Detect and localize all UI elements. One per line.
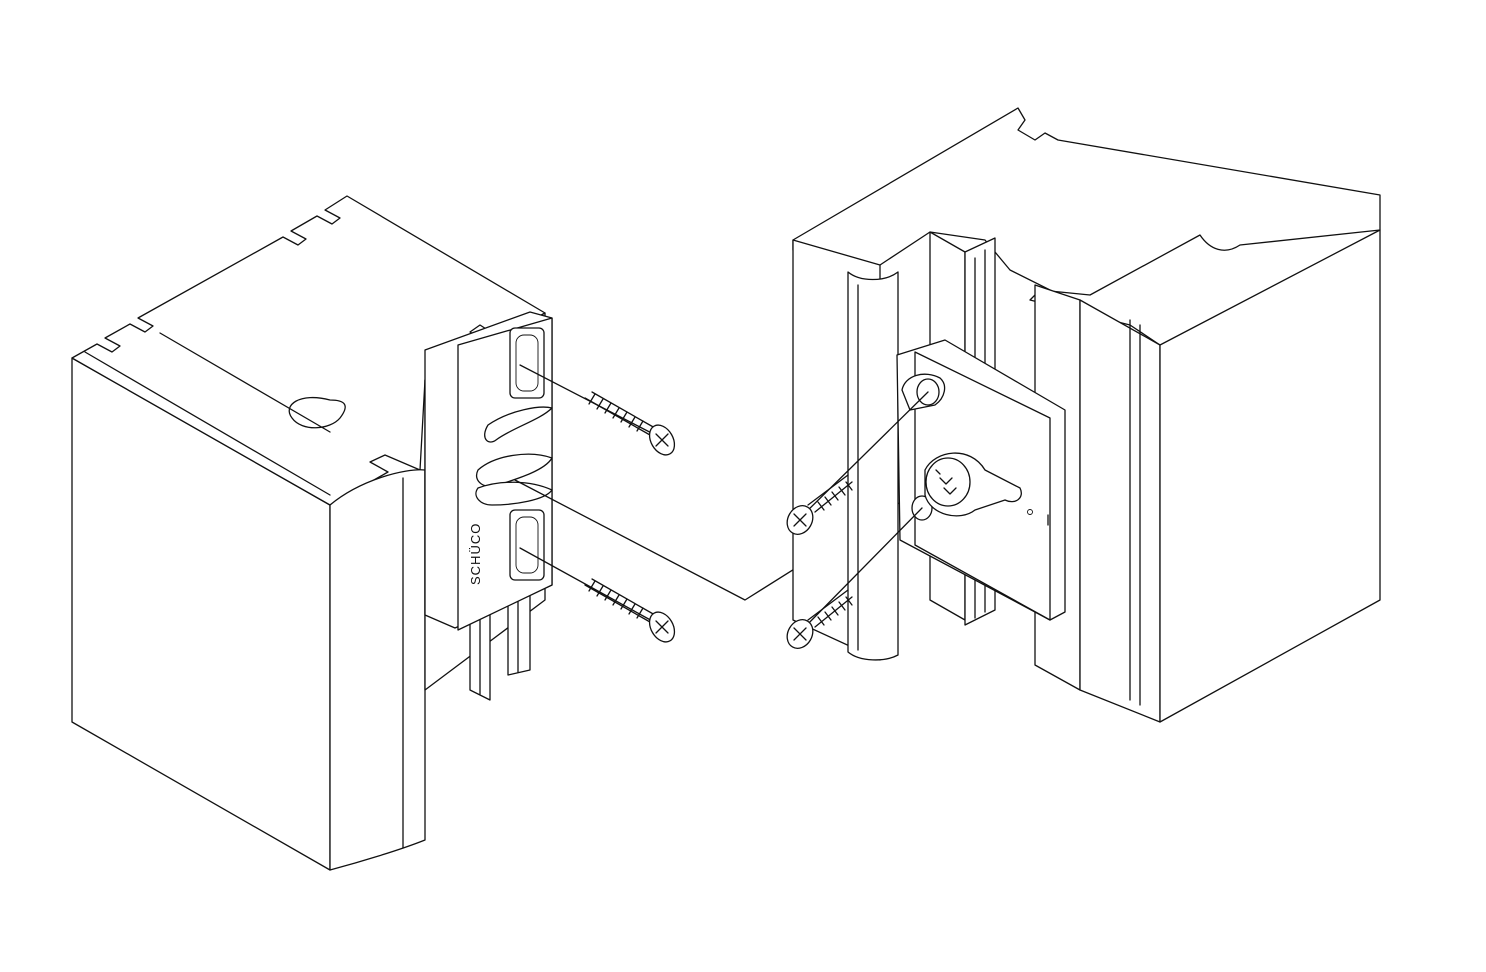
- cam-lower: [475, 481, 553, 506]
- arrows-icon: [935, 469, 957, 495]
- left-profile-top-face: [71, 195, 546, 506]
- left-screws: [519, 364, 676, 643]
- right-profile: [792, 107, 1381, 723]
- left-connector: SCHÜCO: [424, 311, 553, 631]
- screw-icon: [786, 474, 853, 535]
- screw-icon: [584, 578, 676, 643]
- left-profile-front-face: [329, 469, 426, 871]
- right-profile-top-face: [792, 107, 1381, 346]
- screw-icon: [786, 589, 853, 649]
- brand-label: SCHÜCO: [468, 523, 483, 585]
- right-connector-plate: [896, 339, 1066, 621]
- right-profile-right-face: [1159, 229, 1381, 723]
- upper-pocket: [509, 327, 545, 399]
- screw-icon: [584, 391, 676, 456]
- cam-upper: [484, 406, 553, 443]
- left-profile-top-slot: [288, 396, 346, 429]
- lower-pocket: [509, 509, 545, 581]
- cam-middle: [475, 453, 553, 488]
- right-screws: [786, 391, 929, 649]
- pin-hole: [1027, 509, 1033, 515]
